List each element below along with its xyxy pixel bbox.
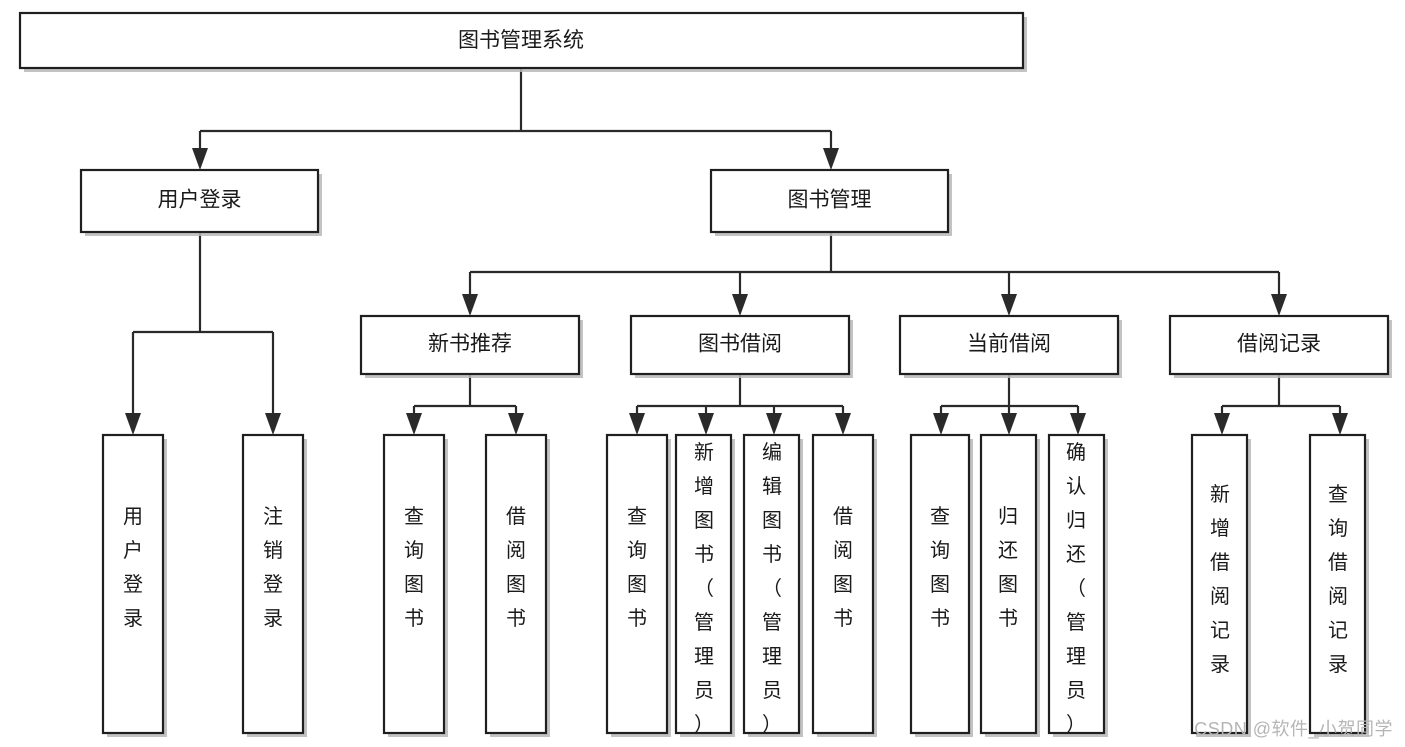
leaf-nbr-borrow-label: 借阅图书 bbox=[506, 505, 526, 630]
arrow-to-leaf-cb-confirm bbox=[1070, 413, 1086, 435]
leaf-user-login-box bbox=[101, 433, 165, 735]
arrow-to-leaf-user-logout bbox=[265, 413, 281, 435]
arrow-to-current-borrow bbox=[1001, 294, 1017, 316]
leaf-bb-edit-label: 编辑图书（管理员） bbox=[762, 441, 782, 736]
arrow-to-user-login bbox=[192, 148, 208, 170]
edge-userlogin-bus bbox=[131, 232, 275, 423]
arrow-to-leaf-bb-edit bbox=[766, 413, 782, 435]
arrow-to-book-borrow bbox=[732, 294, 748, 316]
leaf-bb-borrow-book[interactable]: 借阅图书 bbox=[811, 433, 877, 737]
leaf-br-query-record[interactable]: 查询借阅记录 bbox=[1308, 433, 1369, 737]
current-borrow-box bbox=[898, 314, 1120, 376]
user-login-label: 用户登录 bbox=[158, 189, 242, 212]
csdn-watermark: CSDN @软件_小贺同学 bbox=[1194, 719, 1393, 739]
book-management-box bbox=[709, 168, 950, 234]
arrow-to-leaf-cb-return bbox=[1001, 413, 1017, 435]
leaf-user-logout-label: 注销登录 bbox=[263, 505, 283, 630]
borrow-record-box bbox=[1168, 314, 1390, 376]
leaf-cb-query-box bbox=[909, 433, 971, 735]
leaf-cb-query-book[interactable]: 查询图书 bbox=[909, 433, 973, 737]
connector-layer bbox=[125, 68, 1348, 435]
leaf-bb-query-book[interactable]: 查询图书 bbox=[605, 433, 671, 737]
root-label: 图书管理系统 bbox=[458, 29, 584, 52]
arrow-to-book-mgmt bbox=[823, 148, 839, 170]
leaf-bb-query-box bbox=[605, 433, 669, 735]
leaf-bb-query-label: 查询图书 bbox=[627, 505, 647, 630]
leaf-nbr-query-label: 查询图书 bbox=[404, 505, 424, 630]
leaf-nbr-query-book[interactable]: 查询图书 bbox=[382, 433, 448, 737]
leaf-nbr-borrow-book[interactable]: 借阅图书 bbox=[484, 433, 550, 737]
arrow-to-leaf-bb-query bbox=[629, 413, 645, 435]
node-new-book-recommend[interactable]: 新书推荐 bbox=[359, 314, 583, 378]
leaf-bb-borrow-box bbox=[811, 433, 875, 735]
leaf-user-logout-box bbox=[241, 433, 305, 735]
leaf-cb-return-label: 归还图书 bbox=[998, 505, 1018, 630]
new-book-recommend-label: 新书推荐 bbox=[428, 333, 512, 356]
edge-root-bus bbox=[198, 68, 833, 158]
new-book-recommend-box bbox=[359, 314, 581, 376]
leaf-user-login[interactable]: 用户登录 bbox=[101, 433, 167, 737]
leaf-cb-confirm-return[interactable]: 确认归还（管理员） bbox=[1047, 433, 1108, 737]
leaf-cb-return-book[interactable]: 归还图书 bbox=[979, 433, 1040, 737]
node-book-management[interactable]: 图书管理 bbox=[709, 168, 952, 236]
leaf-user-login-label: 用户登录 bbox=[123, 506, 143, 630]
arrow-to-leaf-user-login bbox=[125, 413, 141, 435]
leaf-br-add-record[interactable]: 新增借阅记录 bbox=[1190, 433, 1251, 737]
user-login-box bbox=[79, 168, 320, 234]
leaf-bb-add-label: 新增图书（管理员） bbox=[694, 441, 714, 736]
borrow-record-label: 借阅记录 bbox=[1237, 333, 1321, 356]
leaf-cb-confirm-label: 确认归还（管理员） bbox=[1066, 441, 1086, 736]
leaf-bb-add-box bbox=[674, 433, 733, 735]
leaf-cb-query-label: 查询图书 bbox=[930, 505, 950, 630]
leaf-br-query-box bbox=[1308, 433, 1367, 735]
edge-newbookrec-bus bbox=[412, 374, 518, 423]
leaf-br-add-label: 新增借阅记录 bbox=[1210, 483, 1230, 676]
arrow-to-leaf-nbr-borrow bbox=[508, 413, 524, 435]
book-management-label: 图书管理 bbox=[788, 189, 872, 212]
book-borrow-box bbox=[629, 314, 851, 376]
leaf-bb-borrow-label: 借阅图书 bbox=[833, 505, 853, 630]
edge-bookmgmt-bus bbox=[468, 232, 1281, 304]
arrow-to-leaf-br-add bbox=[1214, 413, 1230, 435]
root-box bbox=[18, 11, 1025, 70]
arrow-to-borrow-record bbox=[1271, 294, 1287, 316]
leaf-cb-return-box bbox=[979, 433, 1038, 735]
arrow-to-new-book-rec bbox=[462, 294, 478, 316]
node-borrow-record[interactable]: 借阅记录 bbox=[1168, 314, 1392, 378]
node-root-book-management-system[interactable]: 图书管理系统 bbox=[18, 11, 1027, 72]
leaf-user-logout[interactable]: 注销登录 bbox=[241, 433, 307, 737]
leaf-cb-confirm-box bbox=[1047, 433, 1106, 735]
leaf-nbr-query-box bbox=[382, 433, 446, 735]
leaf-bb-edit-box bbox=[742, 433, 801, 735]
edge-bookborrow-bus bbox=[635, 374, 845, 423]
leaf-nbr-borrow-box bbox=[484, 433, 548, 735]
node-book-borrow[interactable]: 图书借阅 bbox=[629, 314, 853, 378]
node-user-login[interactable]: 用户登录 bbox=[79, 168, 322, 236]
arrow-to-leaf-bb-borrow bbox=[835, 413, 851, 435]
leaf-bb-edit-book[interactable]: 编辑图书（管理员） bbox=[742, 433, 803, 737]
edge-borrowrecord-bus bbox=[1220, 374, 1342, 423]
book-borrow-label: 图书借阅 bbox=[698, 333, 782, 356]
arrow-to-leaf-cb-query bbox=[933, 413, 949, 435]
leaf-bb-add-book[interactable]: 新增图书（管理员） bbox=[674, 433, 735, 737]
leaf-br-query-label: 查询借阅记录 bbox=[1328, 483, 1348, 676]
arrow-to-leaf-nbr-query bbox=[406, 413, 422, 435]
arrow-to-leaf-bb-add bbox=[698, 413, 714, 435]
current-borrow-label: 当前借阅 bbox=[967, 333, 1051, 356]
arrow-to-leaf-br-query bbox=[1332, 413, 1348, 435]
leaf-br-add-box bbox=[1190, 433, 1249, 735]
node-current-borrow[interactable]: 当前借阅 bbox=[898, 314, 1122, 378]
